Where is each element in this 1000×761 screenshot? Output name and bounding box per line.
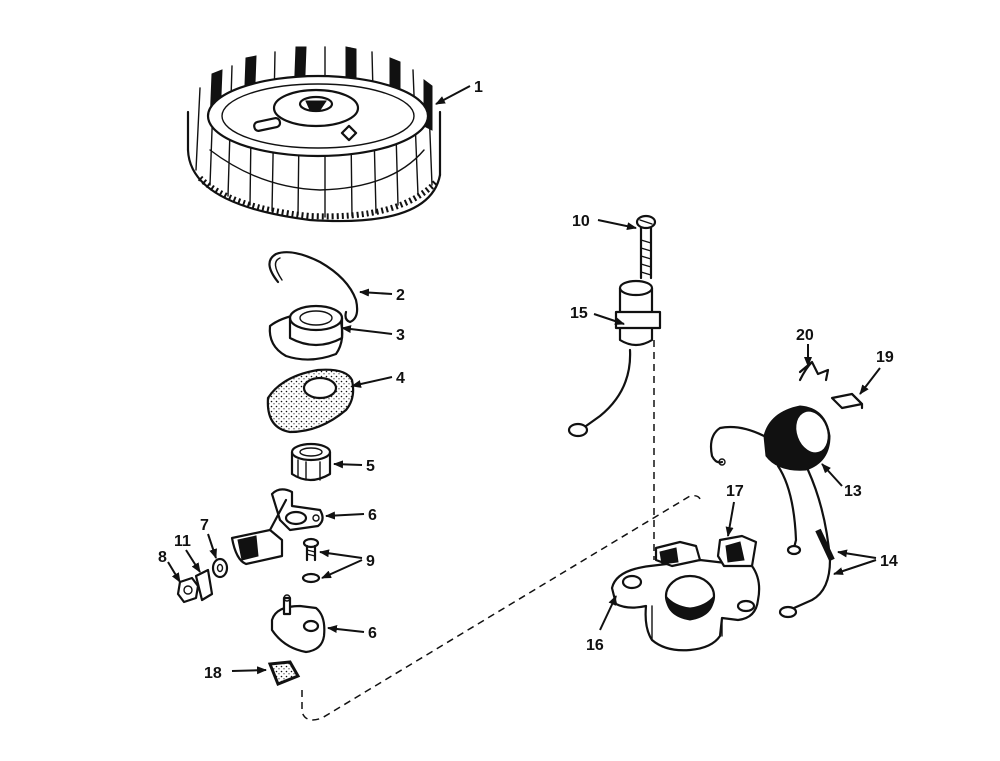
condenser-part: [567, 279, 662, 438]
alignment-lines: [301, 340, 702, 721]
leader-3: [341, 325, 393, 335]
washer-part-7: [211, 557, 229, 579]
callout-19: 19: [876, 349, 894, 366]
leader-5: [333, 460, 363, 469]
leader-6a: [325, 511, 365, 520]
lead-clip-part: [830, 392, 864, 410]
spring-clip-part: [268, 251, 359, 324]
callout-1: 1: [474, 79, 483, 96]
leader-7: [207, 533, 217, 559]
bushing-part: [290, 442, 332, 482]
leader-10: [597, 219, 637, 231]
callout-5: 5: [366, 458, 375, 475]
leader-6b: [327, 625, 365, 633]
callout-6-lower: 6: [368, 625, 377, 642]
screw-part-10: [635, 214, 657, 280]
armature-bracket-part: [610, 534, 761, 652]
callout-11: 11: [174, 533, 191, 550]
callout-17: 17: [726, 483, 744, 500]
callout-20: 20: [796, 327, 814, 344]
callout-labels: 1 2 3 4 5 6 9 7 11 8 6 18 10 15 20 19 13…: [158, 79, 898, 682]
ignition-coil-part: [709, 405, 831, 471]
leader-18: [231, 666, 267, 675]
leader-14a: [837, 549, 877, 559]
leader-14b: [833, 559, 877, 575]
nut-part-8: [176, 576, 200, 604]
callout-3: 3: [396, 327, 405, 344]
callout-9: 9: [366, 553, 375, 570]
callout-6-upper: 6: [368, 507, 377, 524]
breaker-plate-part: [270, 594, 326, 654]
leader-15: [593, 313, 625, 325]
leader-lines: [167, 85, 881, 675]
leader-13: [821, 463, 843, 487]
leader-9a: [319, 549, 363, 559]
callout-18: 18: [204, 665, 222, 682]
bushing-plate-part: [268, 304, 344, 361]
callout-2: 2: [396, 287, 405, 304]
leader-1: [435, 85, 471, 105]
leader-17: [725, 501, 735, 537]
leader-16: [599, 595, 617, 631]
insulator-part-11: [194, 568, 214, 602]
callout-14: 14: [880, 553, 898, 570]
screw-washer-part-9: [301, 537, 321, 584]
callout-7: 7: [200, 517, 209, 534]
flywheel-part: [186, 46, 442, 223]
callout-15: 15: [570, 305, 588, 322]
callout-8: 8: [158, 549, 167, 566]
leader-19: [859, 367, 881, 395]
coil-leads-part: [776, 464, 835, 619]
callout-10: 10: [572, 213, 590, 230]
breaker-arm-part: [230, 488, 324, 566]
callout-4: 4: [396, 370, 405, 387]
leader-4: [351, 376, 393, 388]
leader-2: [359, 288, 393, 297]
leader-11: [185, 549, 201, 573]
felt-gasket-part: [266, 368, 355, 434]
leader-8: [167, 561, 181, 583]
callout-16: 16: [586, 637, 604, 654]
felt-pad-part-18: [267, 660, 301, 686]
callout-13: 13: [844, 483, 862, 500]
wire-clip-part: [798, 360, 830, 382]
leader-9b: [321, 559, 363, 579]
